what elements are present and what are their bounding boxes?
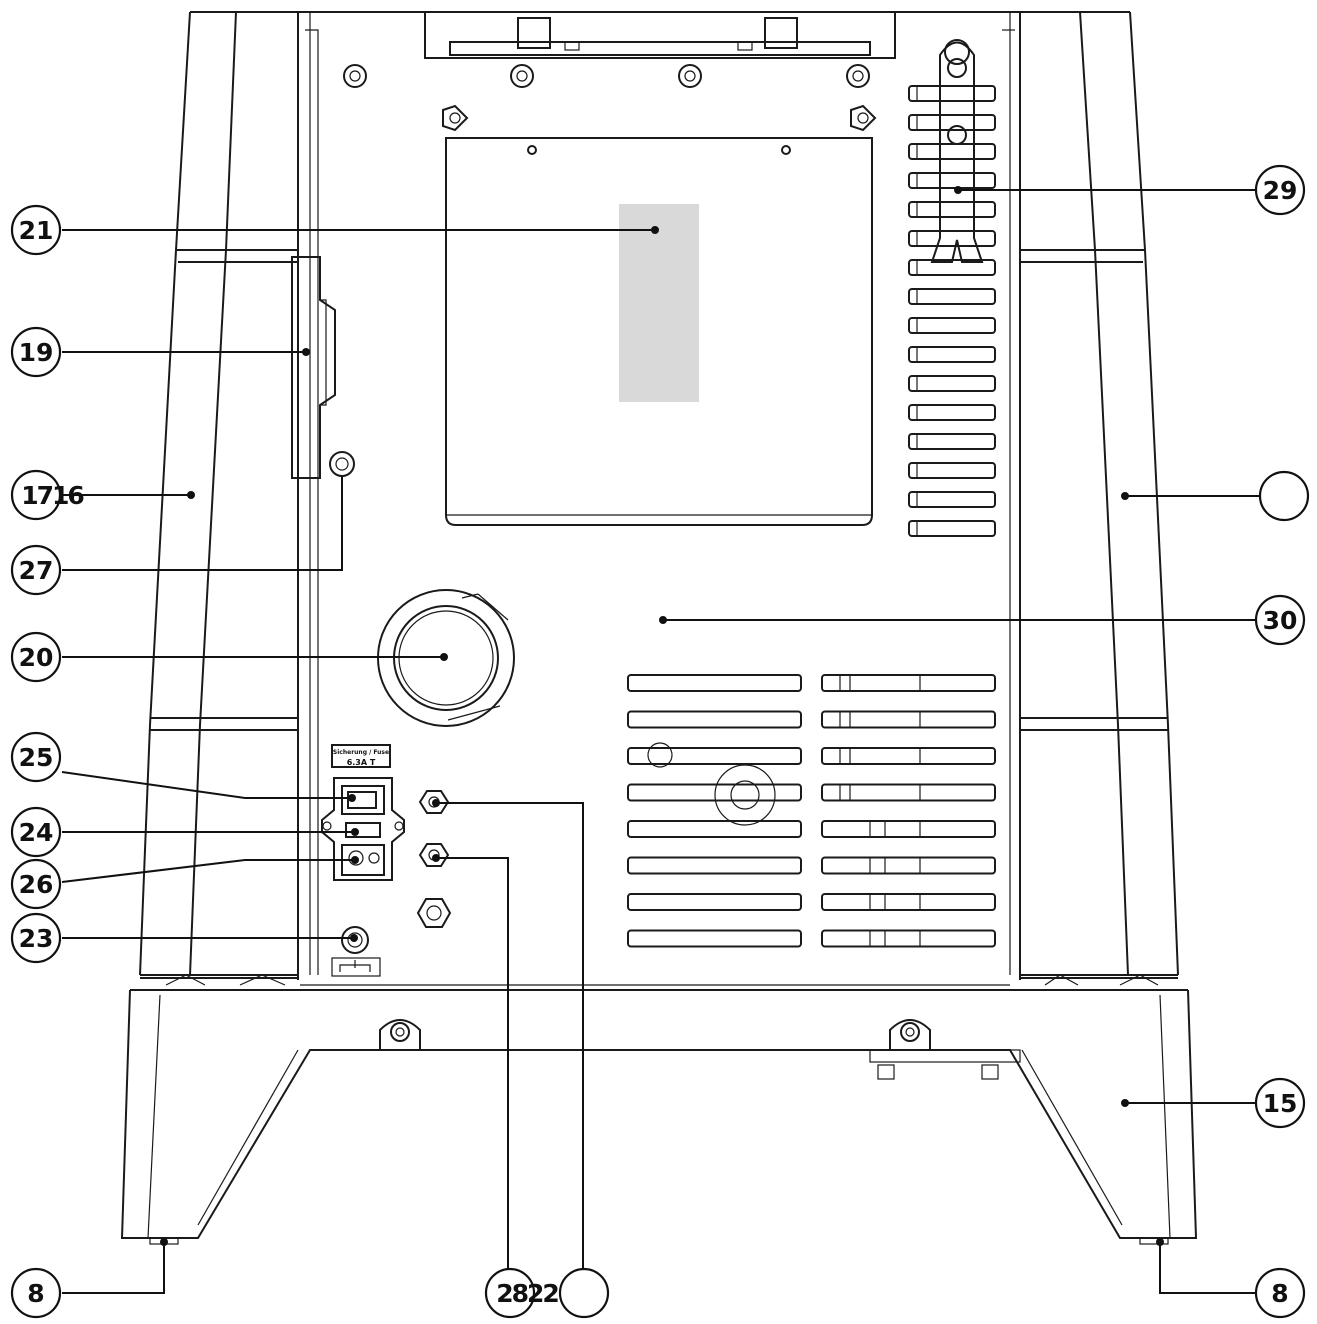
grille-slot-divider	[869, 857, 886, 874]
grille-slot-divider	[869, 821, 886, 837]
callout-25: 25	[10, 731, 62, 783]
wrench-tool	[930, 39, 984, 263]
internal-fan-hub	[730, 780, 760, 810]
housing	[139, 11, 1179, 980]
top-screws	[343, 64, 877, 132]
small-port	[329, 451, 355, 477]
grille-slot	[821, 710, 996, 729]
callout-30-label: 30	[1263, 606, 1298, 635]
lower-grille	[627, 674, 996, 948]
vent-slot	[908, 143, 996, 160]
top-hinge	[424, 12, 896, 59]
grille-slot	[627, 747, 802, 765]
callout-29: 29	[1254, 164, 1306, 216]
vent-slot	[908, 520, 996, 537]
internal-fan	[714, 764, 776, 826]
callout-19: 19	[10, 326, 62, 378]
grille-slot-divider	[869, 894, 886, 910]
callout-8-right: 8	[1254, 1267, 1306, 1319]
callout-24-label: 24	[19, 818, 54, 847]
callout-23-label: 23	[19, 924, 54, 953]
callout-24: 24	[10, 806, 62, 858]
callout-26: 26	[10, 858, 62, 910]
grille-slot-divider	[839, 675, 851, 691]
callout-2822-label: 2822	[496, 1279, 558, 1308]
vent-slot	[908, 433, 996, 450]
vent-slot	[908, 172, 996, 189]
callout-8-left: 8	[10, 1267, 62, 1319]
grille-slot	[627, 893, 802, 911]
grille-slot-divider	[839, 748, 851, 764]
callout-2822: 2822	[484, 1267, 610, 1319]
grille-slot	[627, 929, 802, 948]
grille-slot-divider	[869, 930, 886, 947]
grille-slot	[627, 674, 802, 692]
callout-25-label: 25	[19, 743, 54, 772]
grille-slot	[821, 820, 996, 838]
vent-slot	[908, 230, 996, 247]
right-vent-slots	[908, 85, 996, 537]
vent-slot	[908, 404, 996, 421]
grille-slot	[627, 820, 802, 838]
callout-27-label: 27	[19, 556, 54, 585]
callout-19-label: 19	[19, 338, 54, 367]
vent-slot	[908, 375, 996, 392]
base-stand	[120, 974, 1198, 1245]
label-panel	[445, 137, 873, 526]
internal-part	[647, 742, 673, 768]
callout-1716-label: 1716	[21, 481, 84, 510]
vent-slot	[908, 85, 996, 102]
grille-slot	[821, 747, 996, 765]
grille-slot	[627, 783, 802, 802]
callout-20-label: 20	[19, 643, 54, 672]
callout-8-left-label: 8	[27, 1279, 44, 1308]
callout-21: 21	[10, 204, 62, 256]
grille-slot	[821, 674, 996, 692]
vent-slot	[908, 462, 996, 479]
callout-23: 23	[10, 912, 62, 964]
grille-slot	[821, 893, 996, 911]
callout-26-label: 26	[19, 870, 54, 899]
callout-15: 15	[1254, 1077, 1306, 1129]
callout-27: 27	[10, 544, 62, 596]
grille-slot	[821, 856, 996, 875]
callout-30: 30	[1254, 594, 1306, 646]
type-plate-highlight	[619, 204, 699, 402]
leader-dots	[160, 186, 1164, 1246]
side-latch	[291, 256, 336, 479]
callout-29-label: 29	[1263, 176, 1298, 205]
callout-1716: 1716	[10, 469, 86, 521]
callout-blank-right	[1258, 470, 1310, 522]
grille-slot	[627, 710, 802, 729]
grille-slot-divider	[839, 784, 851, 801]
callout-21-label: 21	[19, 216, 54, 245]
leader-lines	[61, 189, 1260, 1294]
vent-slot	[908, 201, 996, 218]
callout-15-label: 15	[1263, 1089, 1298, 1118]
callout-20: 20	[10, 631, 62, 683]
callout-8-right-label: 8	[1271, 1279, 1288, 1308]
vent-slot	[908, 491, 996, 508]
grille-slot-divider	[839, 711, 851, 728]
vent-slot	[908, 288, 996, 305]
vent-slot	[908, 114, 996, 131]
vent-slot	[908, 317, 996, 334]
grille-slot	[627, 856, 802, 875]
fuse-label-line2: 6.3A T	[347, 758, 376, 767]
grille-slot	[821, 929, 996, 948]
grille-slot	[821, 783, 996, 802]
fuse-label-line1: Sicherung / Fuse	[333, 749, 389, 756]
vent-slot	[908, 346, 996, 363]
round-port	[377, 589, 515, 727]
ground-terminal	[331, 926, 381, 977]
